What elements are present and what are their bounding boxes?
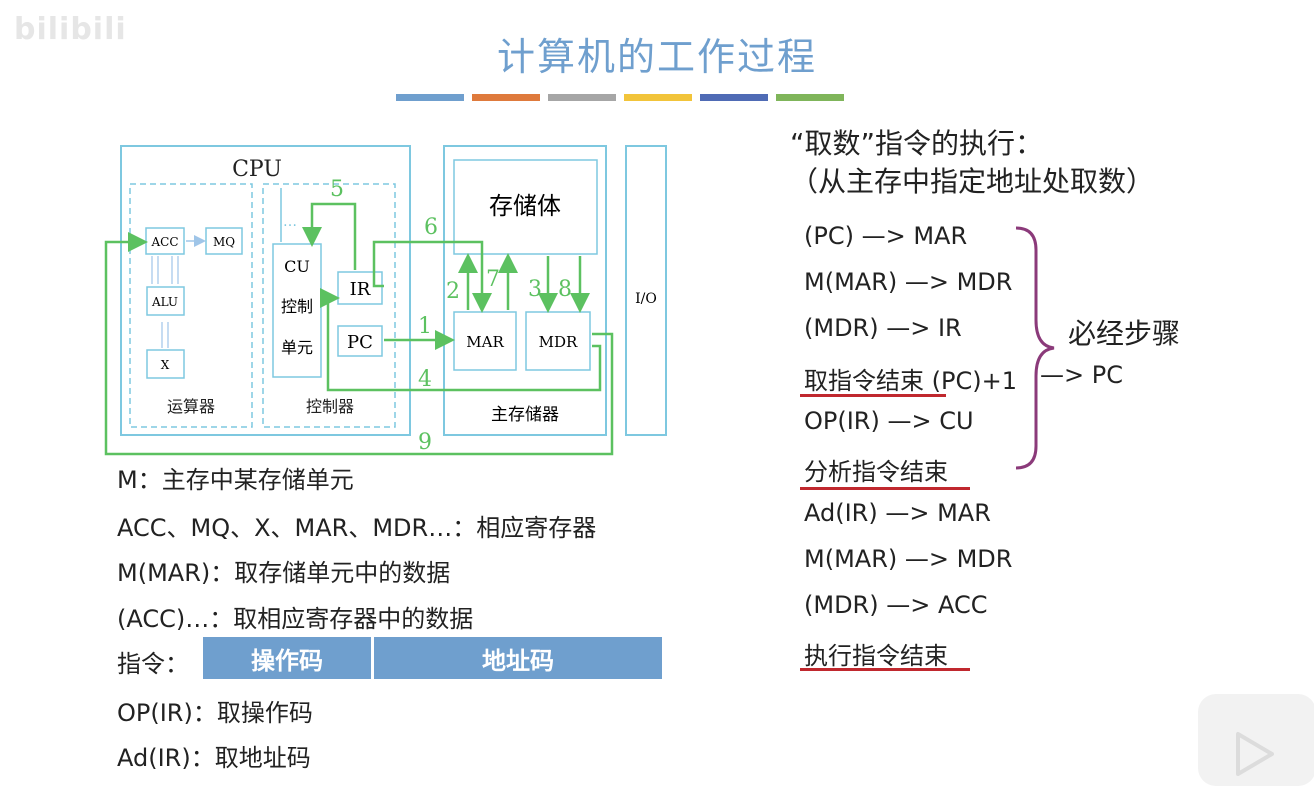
brace-label: 必经步骤 <box>1068 317 1181 350</box>
execute-end-underline <box>800 668 970 671</box>
step-pc-to-mar: (PC) —> MAR <box>804 222 968 250</box>
step-number-8: 8 <box>558 277 572 302</box>
mdr-label: MDR <box>539 333 578 351</box>
step-number-6: 6 <box>424 215 438 240</box>
cu-label-line2: 控制 <box>281 297 313 316</box>
step-ad-to-mar: Ad(IR) —> MAR <box>804 499 991 527</box>
instruction-label: 指令： <box>117 650 189 678</box>
mq-register <box>205 227 243 255</box>
pc-increment-target: —> PC <box>1040 361 1123 389</box>
io-box <box>625 145 667 436</box>
color-stripe-6 <box>776 94 844 101</box>
definition-m-mar: M(MAR)：取存储单元中的数据 <box>117 559 451 587</box>
x-register <box>146 349 185 379</box>
arrow-9 <box>104 232 614 456</box>
mq-label: MQ <box>213 235 235 249</box>
alu-box <box>146 286 185 316</box>
color-stripe-2 <box>472 94 540 101</box>
step-op-to-cu: OP(IR) —> CU <box>804 407 974 435</box>
step-mdr-to-acc: (MDR) —> ACC <box>804 591 988 619</box>
mar-register <box>453 311 517 371</box>
cu-box <box>272 243 322 378</box>
control-group <box>262 183 396 428</box>
step-number-4: 4 <box>418 367 432 392</box>
step-number-2: 2 <box>446 279 460 304</box>
ad-ir-definition: Ad(IR)：取地址码 <box>117 744 311 772</box>
step-number-1: 1 <box>418 314 432 339</box>
alu-group-label: 运算器 <box>167 397 215 416</box>
play-icon <box>1236 732 1274 776</box>
step-mdr-to-ir: (MDR) —> IR <box>804 314 962 342</box>
step-mem-to-mdr: M(MAR) —> MDR <box>804 268 1013 296</box>
cpu-box <box>120 145 411 436</box>
color-stripes <box>396 94 844 101</box>
step-execute-end: 执行指令结束 <box>804 642 948 670</box>
color-stripe-4 <box>624 94 692 101</box>
steps-brace <box>1015 226 1055 470</box>
arrow-5 <box>302 202 357 270</box>
step-number-9: 9 <box>418 430 432 455</box>
step-mem-to-mdr-2: M(MAR) —> MDR <box>804 545 1013 573</box>
step-number-7: 7 <box>486 267 500 292</box>
main-memory-label: 主存储器 <box>491 405 559 425</box>
decode-end-underline <box>800 487 970 490</box>
definition-acc: (ACC)…：取相应寄存器中的数据 <box>117 605 474 633</box>
arrow-6 <box>372 240 492 313</box>
control-group-label: 控制器 <box>306 397 354 416</box>
fetch-end-underline <box>800 394 946 397</box>
definition-m: M：主存中某存储单元 <box>117 466 354 494</box>
color-stripe-5 <box>700 94 768 101</box>
alu-group <box>129 183 253 428</box>
acc-label: ACC <box>150 235 178 249</box>
opcode-field: 操作码 <box>203 637 371 679</box>
op-ir-definition: OP(IR)：取操作码 <box>117 699 313 727</box>
bilibili-watermark: bilibili <box>14 12 127 47</box>
cu-label-line3: 单元 <box>281 338 313 357</box>
step-number-3: 3 <box>528 277 542 302</box>
ir-label: IR <box>350 279 371 300</box>
storage-body <box>453 159 598 255</box>
mdr-register <box>525 311 591 371</box>
color-stripe-3 <box>548 94 616 101</box>
page-title: 计算机的工作过程 <box>496 35 817 79</box>
step-decode-end: 分析指令结束 <box>804 458 948 486</box>
alu-label: ALU <box>151 295 178 309</box>
pc-label: PC <box>347 332 373 353</box>
arrow-4 <box>320 288 602 392</box>
pc-register <box>337 325 383 357</box>
cu-dots: … <box>283 214 297 230</box>
cpu-label: CPU <box>232 157 282 182</box>
fetch-instruction-subtitle: （从主存中指定地址处取数） <box>790 165 1155 198</box>
mar-label: MAR <box>466 333 504 351</box>
io-label: I/O <box>635 291 657 307</box>
main-memory-box <box>443 145 607 436</box>
play-button[interactable] <box>1198 694 1314 786</box>
step-number-5: 5 <box>330 177 344 202</box>
cu-label: CU <box>284 257 310 276</box>
storage-label: 存储体 <box>489 192 561 220</box>
fetch-instruction-title: “取数”指令的执行： <box>790 127 1044 160</box>
x-label: X <box>161 358 170 372</box>
address-field: 地址码 <box>374 637 662 679</box>
color-stripe-1 <box>396 94 464 101</box>
definition-registers: ACC、MQ、X、MAR、MDR…：相应寄存器 <box>117 514 597 542</box>
step-fetch-end: 取指令结束 (PC)+1 <box>804 367 1017 395</box>
